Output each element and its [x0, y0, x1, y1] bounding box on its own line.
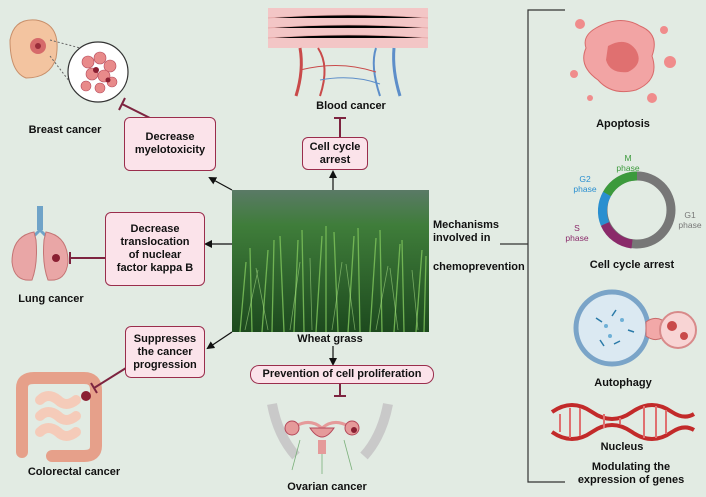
apoptosis-label: Apoptosis: [596, 118, 650, 130]
phase-g2-label: G2 phase: [573, 174, 597, 194]
flow-arrows: [204, 170, 337, 366]
decrease-myelotoxicity-box: Decrease myelotoxicity: [124, 117, 216, 171]
inhibit-lung: [69, 252, 105, 264]
nucleus-label: Nucleus: [600, 441, 644, 453]
cell-cycle-arrest-label: Cell cycle arrest: [589, 259, 675, 271]
mechanisms-bracket: [500, 9, 565, 483]
inhibition-lines: [69, 97, 346, 397]
inhibit-colorectal: [90, 367, 127, 394]
cell-cycle-arrest-box: Cell cycle arrest: [302, 137, 368, 170]
inhibit-blood: [334, 117, 346, 137]
breast-cancer-label: Breast cancer: [28, 124, 102, 136]
colorectal-cancer-label: Colorectal cancer: [27, 466, 121, 478]
suppresses-progression-box: Suppresses the cancer progression: [125, 326, 205, 378]
apoptosis-illustration: [570, 19, 676, 103]
decrease-nfkb-box: Decrease translocation of nuclear factor…: [105, 212, 205, 286]
ovarian-cancer-label: Ovarian cancer: [287, 481, 367, 493]
ovary-illustration: [267, 403, 393, 474]
autophagy-illustration: [573, 289, 697, 367]
arrow-to-suppresses: [206, 331, 233, 350]
colon-illustration: [16, 372, 102, 462]
modulating-genes-label: Modulating the expression of genes: [577, 461, 685, 486]
dna-illustration: [550, 403, 696, 441]
lungs-illustration: [11, 206, 69, 281]
mechanisms-title: Mechanisms involved in: [433, 219, 500, 244]
inhibit-breast: [118, 97, 151, 119]
mechanisms-subtitle: chemoprevention: [433, 261, 525, 273]
arrow-to-myelotoxicity: [208, 177, 233, 191]
prevention-proliferation-box: Prevention of cell proliferation: [250, 365, 434, 384]
blood-cancer-label: Blood cancer: [316, 100, 386, 112]
phase-m-label: M phase: [616, 153, 640, 173]
blood-vessel-illustration: [267, 8, 429, 97]
phase-s-label: S phase: [565, 223, 589, 243]
wheat-grass-caption: Wheat grass: [297, 333, 363, 345]
lung-cancer-label: Lung cancer: [18, 293, 84, 305]
phase-g1-label: G1 phase: [678, 210, 702, 230]
breast-illustration: [9, 19, 129, 103]
inhibit-ovarian: [334, 383, 346, 397]
wheat-grass-image: [232, 190, 429, 333]
cell-cycle-ring: [597, 171, 676, 249]
autophagy-label: Autophagy: [594, 377, 652, 389]
